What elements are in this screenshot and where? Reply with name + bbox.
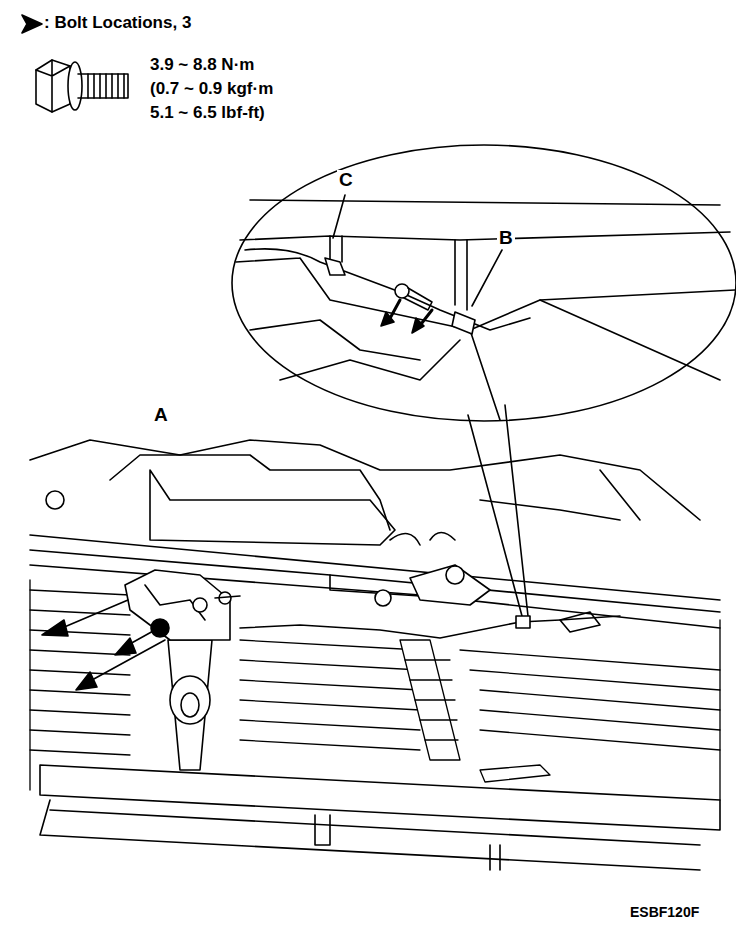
hood-latch	[42, 570, 240, 770]
torque-value: 3.9 ~ 8.8 N·m	[150, 56, 254, 75]
figure-code: ESBF120F	[630, 905, 699, 920]
bolt-arrow-symbol	[22, 15, 42, 33]
detail-view	[232, 145, 736, 421]
engine-bay	[30, 440, 700, 545]
bolt-icon	[36, 60, 128, 112]
bumper	[40, 765, 720, 870]
release-cable	[240, 616, 620, 638]
callout-letter: B	[497, 228, 515, 249]
callout-letter: A	[152, 405, 170, 426]
torque-value: (0.7 ~ 0.9 kgf·m	[150, 80, 273, 99]
legend-text: : Bolt Locations, 3	[44, 14, 191, 33]
callout-letter: C	[337, 170, 355, 191]
cable-clip	[516, 616, 530, 628]
torque-value: 5.1 ~ 6.5 lbf-ft)	[150, 104, 265, 123]
